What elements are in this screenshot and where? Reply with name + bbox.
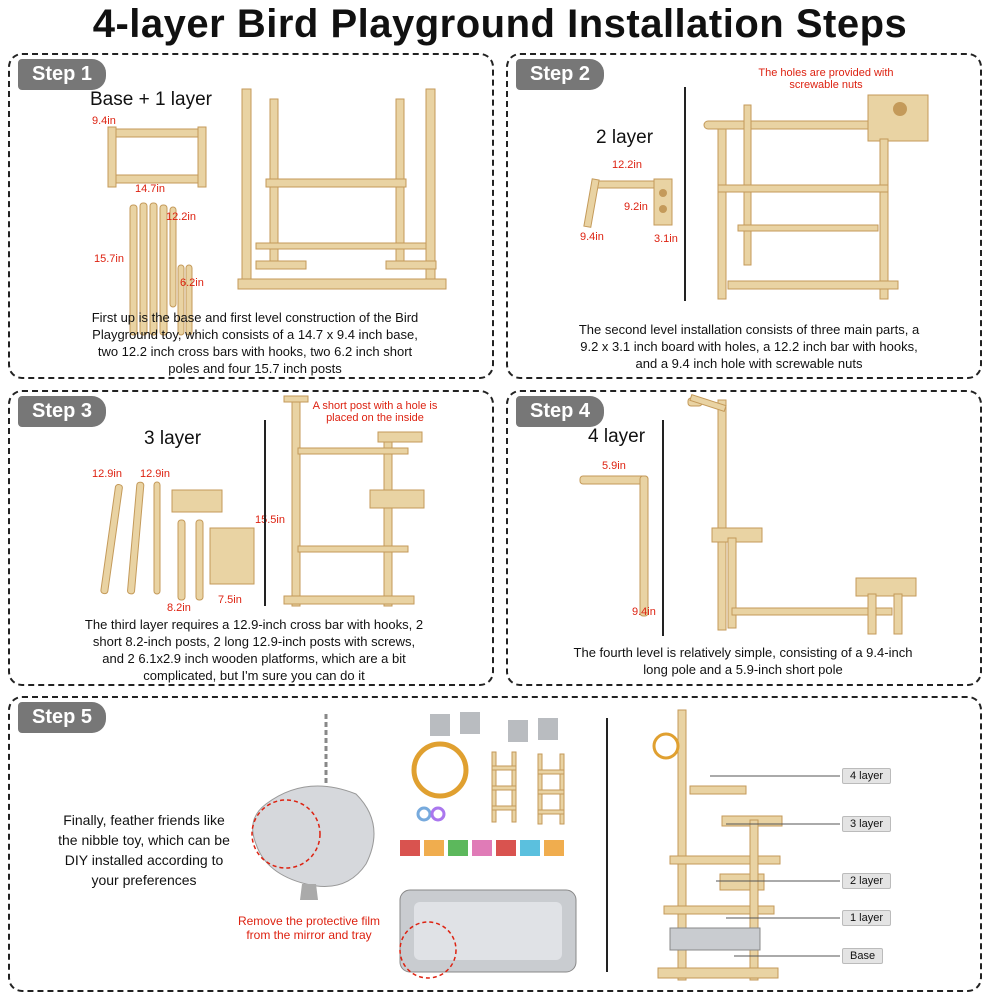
step2-dim-4: 3.1in [654, 233, 678, 245]
step1-dim-1: 9.4in [92, 115, 116, 127]
step2-dim-3: 9.4in [580, 231, 604, 243]
step3-layer-label: 3 layer [144, 428, 201, 450]
step1-layer-label: Base + 1 layer [90, 89, 212, 111]
step4-assembly-illustration [688, 398, 928, 638]
step2-dim-1: 12.2in [612, 159, 642, 171]
step3-dim-5: 7.5in [218, 594, 242, 606]
step4-parts-illustration [580, 476, 660, 626]
step3-dim-4: 8.2in [167, 602, 191, 614]
step4-divider [662, 420, 664, 636]
step3-badge: Step 3 [18, 396, 106, 427]
step4-dim-1: 5.9in [602, 460, 626, 472]
step2-assembly-illustration [704, 95, 934, 305]
step4-dim-2: 9.4in [632, 606, 656, 618]
step2-divider [684, 87, 686, 301]
step3-assembly-illustration [274, 396, 434, 606]
step5-panel: Step 5 Finally, feather friends like the… [8, 696, 982, 992]
step2-panel: Step 2 2 layer The holes are provided wi… [506, 53, 982, 379]
step2-dim-2: 9.2in [624, 201, 648, 213]
step1-badge: Step 1 [18, 59, 106, 90]
step3-divider [264, 420, 266, 606]
step2-badge: Step 2 [516, 59, 604, 90]
step1-dim-5: 6.2in [180, 277, 204, 289]
step1-description: First up is the base and first level con… [90, 309, 420, 377]
step4-layer-label: 4 layer [588, 426, 645, 448]
step1-parts-illustration [90, 115, 230, 305]
step3-description: The third layer requires a 12.9-inch cro… [84, 616, 424, 684]
step2-description: The second level installation consists o… [574, 321, 924, 372]
step3-panel: Step 3 3 layer 12.9in 12.9in 15.5in 8.2i… [8, 390, 494, 686]
step1-dim-3: 12.2in [166, 211, 196, 223]
step2-layer-label: 2 layer [596, 127, 653, 149]
step4-badge: Step 4 [516, 396, 604, 427]
step1-dim-2: 14.7in [135, 183, 165, 195]
step4-panel: Step 4 4 layer 5.9in 9.4in The fourth le… [506, 390, 982, 686]
leader-lines [10, 698, 984, 994]
step1-panel: Step 1 Base + 1 layer 9.4in 14.7in 12.2i… [8, 53, 494, 379]
step3-dim-2: 12.9in [140, 468, 170, 480]
step3-dim-1: 12.9in [92, 468, 122, 480]
step3-parts-illustration [98, 480, 268, 610]
step2-note: The holes are provided with screwable nu… [756, 67, 896, 91]
step1-assembly-illustration [236, 83, 456, 293]
step1-dim-4: 15.7in [94, 253, 124, 265]
page-title: 4-layer Bird Playground Installation Ste… [0, 2, 1000, 47]
step4-description: The fourth level is relatively simple, c… [568, 644, 918, 678]
